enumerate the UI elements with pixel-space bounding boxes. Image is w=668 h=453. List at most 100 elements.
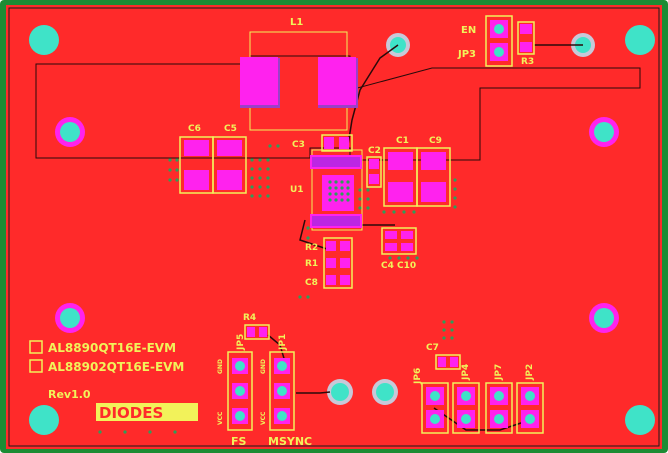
via — [388, 256, 392, 260]
via — [298, 295, 302, 299]
via — [258, 158, 262, 162]
label-msync: MSYNC — [268, 435, 312, 448]
part-pad — [385, 231, 397, 239]
header-jp4: JP4 — [452, 364, 480, 434]
label-jp3: JP3 — [457, 49, 476, 60]
via — [406, 256, 410, 260]
part-outline — [381, 227, 417, 255]
cap-pad — [388, 182, 413, 202]
variant-checkbox — [29, 340, 43, 354]
cap-pad — [421, 182, 446, 202]
trace — [296, 391, 331, 394]
header-jp7: JP7 — [485, 364, 513, 434]
via — [168, 178, 172, 182]
via — [346, 180, 350, 184]
test-point — [594, 122, 614, 142]
label-r2: R2 — [305, 243, 318, 253]
inductor-l1: L1 — [240, 17, 358, 131]
cap-outline — [212, 136, 247, 194]
trace — [347, 44, 399, 146]
via — [148, 430, 152, 434]
cap-pad — [421, 152, 446, 170]
test-point — [60, 308, 80, 328]
part-pad — [340, 258, 350, 268]
via — [258, 194, 262, 198]
cap-pad — [339, 137, 349, 149]
capacitors-c4-c10: C4 C10 — [381, 227, 417, 271]
logo-text: DIODES — [99, 404, 163, 422]
via — [453, 178, 457, 182]
cap-outline — [416, 147, 451, 207]
label-en: EN — [461, 25, 476, 36]
label-r3: R3 — [521, 57, 534, 67]
variant-list: AL8890QT16E-EVM AL88902QT16E-EVM Rev1.0 — [29, 340, 184, 401]
mount-hole — [625, 25, 655, 55]
label-l1: L1 — [290, 17, 303, 28]
header-pin-hole — [235, 386, 245, 396]
label-u1: U1 — [290, 185, 304, 195]
via — [450, 336, 454, 340]
via — [258, 176, 262, 180]
header-pin-hole — [277, 411, 287, 421]
header-jp6: JP6 — [413, 368, 449, 434]
via — [266, 158, 270, 162]
header-pin-hole — [494, 47, 504, 57]
label-c10: C10 — [397, 261, 416, 271]
via — [453, 205, 457, 209]
via — [250, 194, 254, 198]
via — [98, 430, 102, 434]
via — [250, 176, 254, 180]
header-outline — [452, 382, 480, 434]
header-outline — [485, 15, 513, 67]
label-c4: C4 — [381, 261, 394, 271]
via — [123, 430, 127, 434]
via — [306, 226, 310, 230]
via — [173, 430, 177, 434]
cap-pad — [184, 170, 209, 190]
ic-pin-row-dark — [312, 157, 360, 167]
via — [175, 178, 179, 182]
via — [258, 167, 262, 171]
header-pin-hole — [430, 391, 440, 401]
via — [328, 180, 332, 184]
inductor-pad — [318, 57, 356, 105]
ic-outline — [311, 149, 363, 231]
copper-keepout-outline — [35, 55, 641, 161]
label-c8: C8 — [305, 278, 318, 288]
vias — [98, 144, 457, 434]
via — [168, 168, 172, 172]
label-r4: R4 — [243, 313, 256, 323]
via — [450, 320, 454, 324]
via — [453, 196, 457, 200]
label-c9: C9 — [429, 136, 442, 146]
via — [266, 176, 270, 180]
label-jp6: JP6 — [413, 368, 423, 385]
label-c6: C6 — [188, 124, 201, 134]
via — [340, 192, 344, 196]
trace — [433, 407, 531, 431]
cap-pad — [184, 140, 209, 156]
variant-name: AL8890QT16E-EVM — [48, 341, 176, 355]
via — [175, 158, 179, 162]
label-r1: R1 — [305, 259, 318, 269]
header-pin-hole — [235, 411, 245, 421]
part-pad — [340, 241, 350, 251]
part-pad — [385, 243, 397, 251]
capacitor-c3: C3 — [292, 134, 353, 152]
via — [328, 198, 332, 202]
header-pin-hole — [430, 414, 440, 424]
traces — [267, 44, 583, 431]
part-pad — [450, 357, 458, 367]
board-inner-border — [8, 7, 660, 447]
mount-hole — [625, 405, 655, 435]
via — [346, 186, 350, 190]
diodes-logo: DIODES — [96, 403, 198, 422]
part-pad — [520, 42, 532, 52]
via — [382, 210, 386, 214]
via — [358, 188, 362, 192]
label-jp7: JP7 — [494, 364, 504, 381]
header-msync: MSYNC GND VCC JP1 — [260, 334, 312, 448]
via — [453, 187, 457, 191]
mount-hole — [29, 405, 59, 435]
label-c3: C3 — [292, 140, 305, 150]
